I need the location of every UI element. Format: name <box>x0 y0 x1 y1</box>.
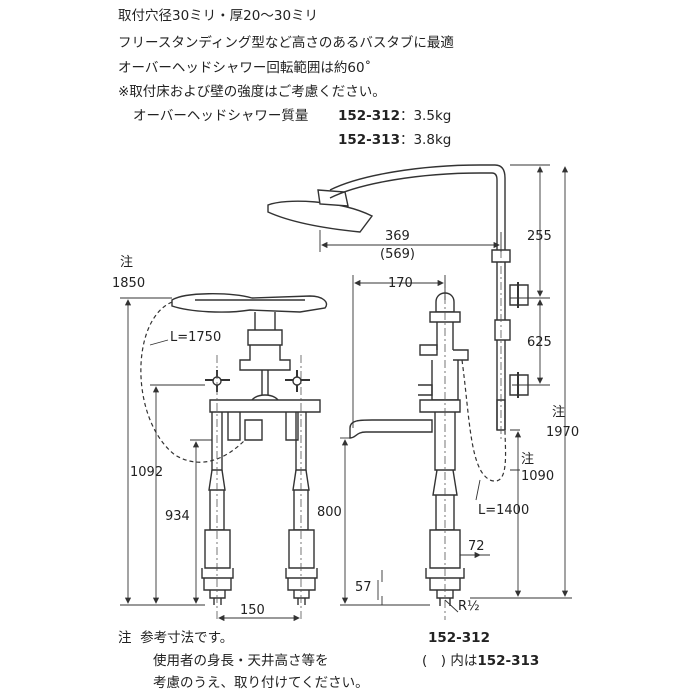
dim-150: 150 <box>240 603 265 618</box>
spec-weight-label: オーバーヘッドシャワー質量 <box>133 108 309 124</box>
dim-1090: 1090 <box>521 469 554 484</box>
footnote-text1: 参考寸法です。 <box>140 630 234 646</box>
dim-72: 72 <box>468 539 485 554</box>
model-152-312: 152-312 <box>428 630 490 646</box>
thread-r-half: R½ <box>458 599 480 614</box>
leader-l1400: L=1400 <box>478 503 529 518</box>
footnote-mark: 注 <box>118 630 132 646</box>
spec-strength-note: ※取付床および壁の強度はご考慮ください。 <box>118 84 386 100</box>
spec-weight-b-model: 152-313 <box>338 132 400 148</box>
side-hose-arc <box>461 359 507 482</box>
dim-369: 369 <box>385 229 410 244</box>
center-lines <box>216 250 502 620</box>
dim-800: 800 <box>317 505 342 520</box>
model-note: ( ) 内は152-313 <box>422 653 540 669</box>
dimension-lines <box>120 164 572 622</box>
spec-weight-a-value: ：3.5kg <box>399 108 452 124</box>
spec-rotation: オーバーヘッドシャワー回転範囲は約60˚ <box>118 60 372 76</box>
dim-57: 57 <box>355 580 372 595</box>
side-view-faucet <box>349 292 469 606</box>
leader-l1750: L=1750 <box>170 330 221 345</box>
dim-1092: 1092 <box>130 465 163 480</box>
dim-1970: 1970 <box>546 425 579 440</box>
model-152-313: 152-313 <box>477 653 540 669</box>
dim-170: 170 <box>388 276 413 291</box>
spec-weight-b: 152-313：3.8kg <box>338 132 452 148</box>
note-mark-mid: 注 <box>521 452 534 467</box>
footnote-line3: 考慮のうえ、取り付けてください。 <box>153 675 369 691</box>
footnote-line1: 注 参考寸法です。 <box>118 630 234 646</box>
side-view-overhead-shower <box>267 164 529 431</box>
note-mark-left: 注 <box>120 255 133 270</box>
spec-weight-a-model: 152-312 <box>338 108 400 124</box>
dim-569: (569) <box>380 247 415 262</box>
dim-255: 255 <box>527 229 552 244</box>
dim-1850: 1850 <box>112 276 145 291</box>
spec-weight-b-value: ：3.8kg <box>399 132 452 148</box>
spec-bathtub: フリースタンディング型など高さのあるバスタブに最適 <box>118 35 454 51</box>
front-hose-arc <box>140 301 246 463</box>
note-mark-right: 注 <box>552 405 565 420</box>
spec-mount-hole: 取付穴径30ミリ・厚20～30ミリ <box>118 8 319 24</box>
front-view-faucet <box>171 293 328 605</box>
dim-934: 934 <box>165 509 190 524</box>
model-note-prefix: ( ) 内は <box>422 653 478 669</box>
dim-625: 625 <box>527 335 552 350</box>
spec-weight-a: 152-312：3.5kg <box>338 108 452 124</box>
footnote-line2: 使用者の身長・天井高さ等を <box>153 653 329 669</box>
